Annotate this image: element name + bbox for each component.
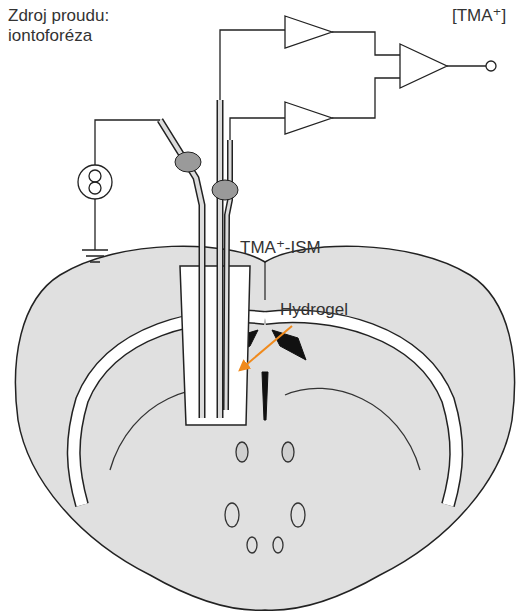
- source-label: Zdroj proudu: iontoforéza: [8, 6, 133, 45]
- pipette-seal: [212, 180, 238, 200]
- white-matter-band: [74, 316, 457, 505]
- hydrogel-label: Hydrogel: [280, 300, 348, 320]
- pipette-seal: [175, 152, 201, 172]
- iontophoresis-pipette: [160, 120, 202, 418]
- ism-pipette: [220, 100, 230, 418]
- output-label: [TMA⁺]: [452, 6, 506, 26]
- brain-outline: [15, 246, 514, 610]
- hydrogel-pointer: [240, 326, 292, 370]
- amplifiers: [220, 16, 496, 140]
- midline-fissure: [264, 262, 265, 300]
- current-source: [78, 120, 160, 262]
- electrode-label: TMA⁺-ISM: [240, 238, 321, 258]
- hydrogel-implant: [180, 266, 250, 425]
- hippocampus: [110, 388, 420, 553]
